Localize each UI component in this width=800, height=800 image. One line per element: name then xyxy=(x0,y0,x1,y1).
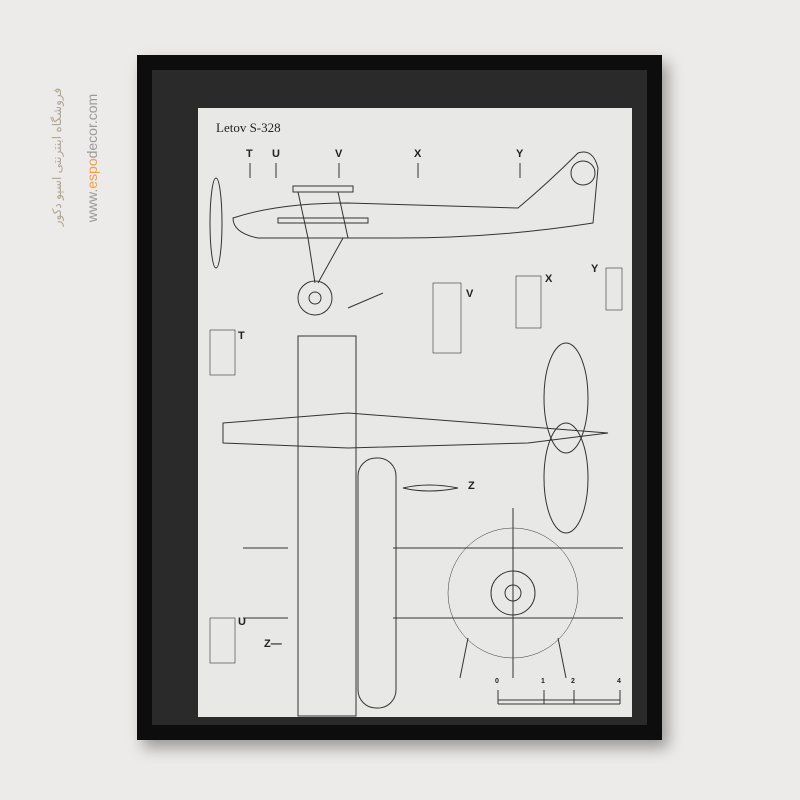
detail-label-y: Y xyxy=(591,263,599,275)
detail-label-z: Z xyxy=(468,480,475,492)
top-view xyxy=(222,335,609,717)
front-view xyxy=(393,508,623,679)
watermark-persian: فروشگاه اینترنتی اسپو دکور xyxy=(50,87,64,227)
section-mark-t: T xyxy=(246,148,253,160)
section-mark-u: U xyxy=(272,148,280,160)
url-prefix: www. xyxy=(84,188,100,223)
aircraft-drawing xyxy=(209,151,623,717)
detail-label-t: T xyxy=(238,330,245,342)
detail-label-u: U xyxy=(238,616,246,628)
detail-label-z2: Z— xyxy=(264,638,282,650)
detail-sections xyxy=(209,267,623,664)
scale-tick: 1 xyxy=(541,678,545,685)
side-view xyxy=(209,151,599,316)
section-mark-y: Y xyxy=(516,148,524,160)
url-suffix: decor.com xyxy=(84,93,100,159)
scale-tick: 4 xyxy=(617,678,621,685)
section-mark-v: V xyxy=(335,148,343,160)
scale-bar xyxy=(497,690,621,705)
detail-label-x: X xyxy=(545,273,553,285)
watermark: فروشگاه اینترنتی اسپو دکور www.espodecor… xyxy=(50,60,100,260)
section-lines xyxy=(249,163,521,178)
poster-title: Letov S-328 xyxy=(216,120,281,135)
scale-tick: 2 xyxy=(571,678,575,685)
detail-label-v: V xyxy=(466,288,474,300)
watermark-url[interactable]: www.espodecor.com xyxy=(84,58,100,258)
section-mark-x: X xyxy=(414,148,422,160)
blueprint-print: Letov S-328 xyxy=(198,108,632,717)
scale-tick: 0 xyxy=(495,678,499,685)
url-highlight: espo xyxy=(84,158,100,189)
picture-frame: Letov S-328 xyxy=(137,55,662,740)
mat: Letov S-328 xyxy=(152,70,647,725)
